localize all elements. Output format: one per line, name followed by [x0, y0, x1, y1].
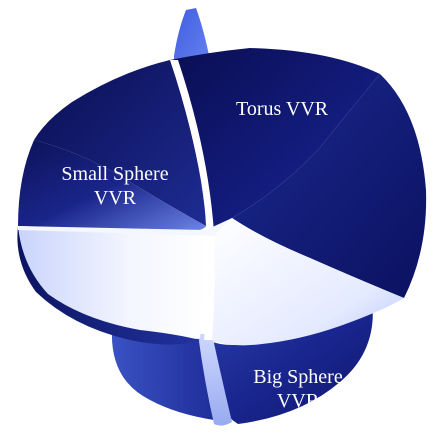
pale-left-region	[18, 226, 206, 340]
big-sphere-label-line-2: VVR	[276, 390, 320, 412]
center-seam	[170, 60, 215, 340]
torus-label: Torus VVR	[236, 98, 329, 120]
torus-region	[170, 48, 380, 236]
small-sphere-label-line-2: VVR	[93, 187, 137, 209]
bottom-fin	[198, 334, 232, 426]
big-sphere-label-line-1: Big Sphere	[253, 366, 343, 388]
big-sphere-region	[206, 300, 373, 424]
small-sphere-region	[18, 140, 206, 232]
small-sphere-label: Small Sphere VVR	[52, 162, 178, 210]
small-sphere-top-region	[34, 60, 206, 226]
horizontal-seam	[18, 218, 232, 236]
small-sphere-label-line-1: Small Sphere	[61, 163, 169, 185]
torus-right-region	[232, 74, 427, 298]
big-sphere-lower-rim	[111, 330, 226, 420]
big-sphere-label: Big Sphere VVR	[240, 365, 356, 413]
pale-right-region	[212, 218, 404, 346]
